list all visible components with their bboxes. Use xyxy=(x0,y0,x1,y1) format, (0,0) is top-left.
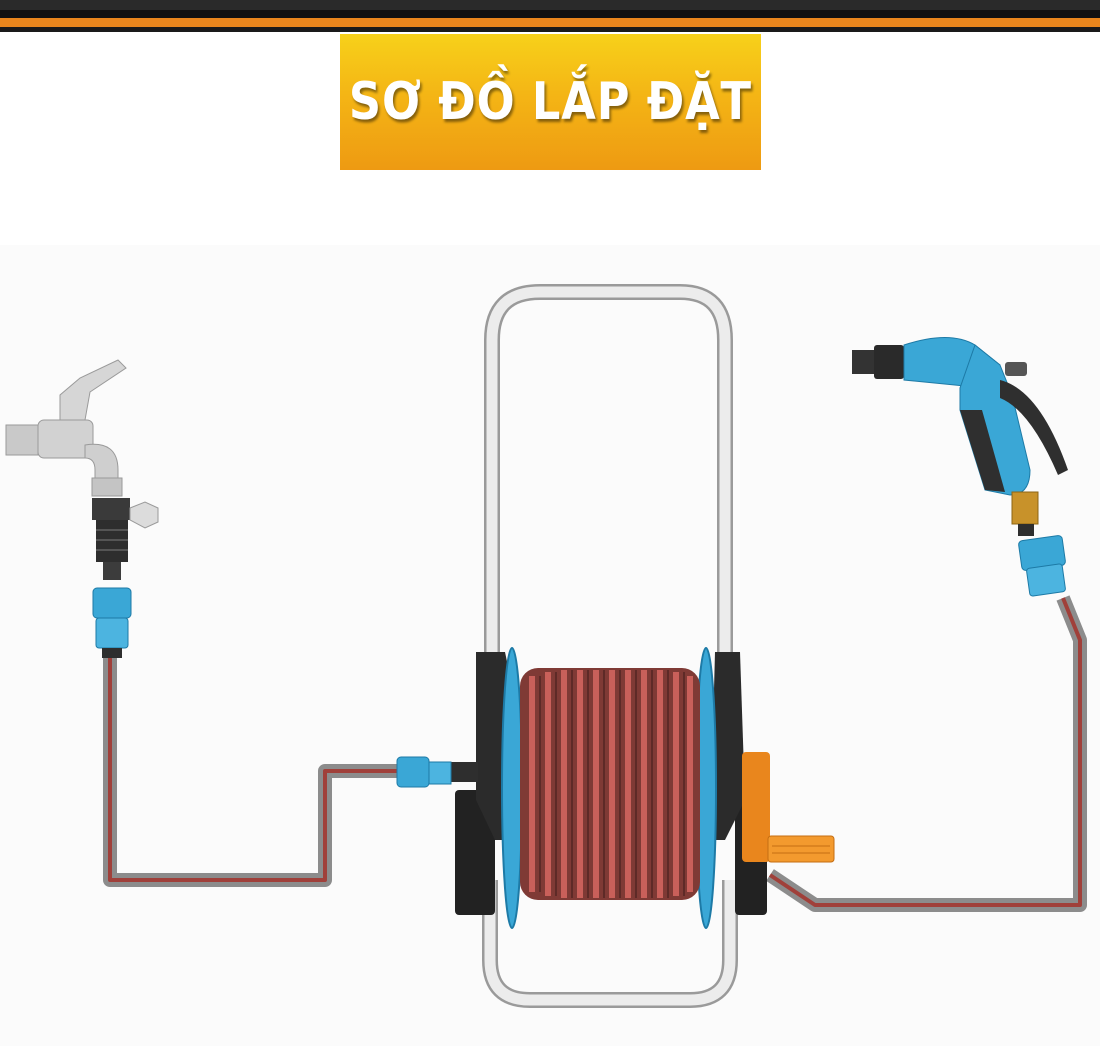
hose-right xyxy=(766,595,1087,912)
hose-reel-icon xyxy=(448,284,835,1008)
page-title: SƠ ĐỒ LẮP ĐẶT xyxy=(348,72,753,132)
gun-connector-icon xyxy=(1018,535,1066,597)
top-header-bar xyxy=(0,0,1100,32)
title-banner: SƠ ĐỒ LẮP ĐẶT xyxy=(340,34,761,170)
faucet-icon xyxy=(5,359,127,497)
quick-connector-icon xyxy=(92,587,132,658)
tap-adapter-icon xyxy=(92,498,159,580)
spray-gun-icon xyxy=(852,337,1068,536)
hose-left xyxy=(103,655,400,887)
reel-connector-icon xyxy=(396,756,452,788)
